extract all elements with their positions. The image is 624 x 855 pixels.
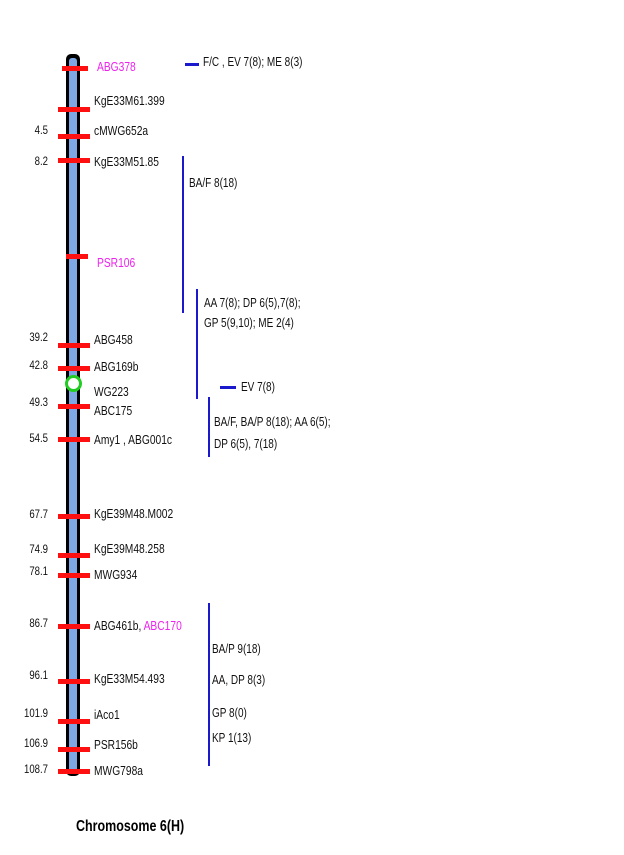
marker-tick — [66, 254, 88, 259]
centromere-marker — [65, 375, 82, 392]
qtl-label: GP 8(0) — [212, 706, 247, 720]
qtl-label: F/C , EV 7(8); ME 8(3) — [203, 55, 303, 69]
marker-label: KgE33M51.85 — [94, 155, 159, 169]
marker-tick — [58, 624, 90, 629]
marker-label: PSR106 — [97, 256, 136, 270]
marker-label: ABC175 — [94, 404, 133, 418]
marker-label: ABG169b — [94, 360, 139, 374]
marker-label: KgE39M48.258 — [94, 542, 165, 556]
position-label: 42.8 — [29, 358, 48, 372]
position-label: 96.1 — [29, 668, 48, 682]
qtl-label: BA/F 8(18) — [189, 176, 238, 190]
qtl-dash — [185, 63, 199, 66]
qtl-label: GP 5(9,10); ME 2(4) — [204, 316, 294, 330]
qtl-label: EV 7(8) — [241, 380, 275, 394]
marker-label: iAco1 — [94, 708, 120, 722]
position-label: 86.7 — [29, 616, 48, 630]
qtl-bar — [208, 397, 210, 457]
marker-label: KgE39M48.M002 — [94, 507, 174, 521]
marker-tick — [58, 404, 90, 409]
marker-tick — [62, 66, 88, 71]
position-label: 4.5 — [34, 123, 48, 137]
qtl-label: DP 6(5), 7(18) — [214, 437, 278, 451]
marker-tick — [58, 514, 90, 519]
qtl-label: AA 7(8); DP 6(5),7(8); — [204, 296, 301, 310]
qtl-bar — [208, 603, 210, 766]
position-label: 8.2 — [34, 154, 48, 168]
marker-tick — [58, 719, 90, 724]
marker-label: ABG458 — [94, 333, 133, 347]
marker-label: WG223 — [94, 385, 129, 399]
qtl-bar — [182, 156, 184, 313]
marker-label: PSR156b — [94, 738, 138, 752]
qtl-dash — [220, 386, 236, 389]
marker-tick — [58, 437, 90, 442]
marker-label: KgE33M61.399 — [94, 94, 165, 108]
marker-label-part: ABG461b, — [94, 619, 142, 633]
position-label: 67.7 — [29, 507, 48, 521]
chromosome-title: Chromosome 6(H) — [76, 818, 185, 835]
marker-tick — [58, 679, 90, 684]
position-label: 39.2 — [29, 330, 48, 344]
marker-label: ABG378 — [97, 60, 136, 74]
position-label: 106.9 — [23, 736, 48, 750]
position-label: 74.9 — [29, 542, 48, 556]
qtl-label: AA, DP 8(3) — [212, 673, 266, 687]
qtl-bar — [196, 289, 198, 399]
position-label: 108.7 — [23, 762, 48, 776]
marker-tick — [58, 747, 90, 752]
marker-label: cMWG652a — [94, 124, 149, 138]
position-label: 54.5 — [29, 431, 48, 445]
marker-label: Amy1 , ABG001c — [94, 433, 173, 447]
qtl-label: BA/F, BA/P 8(18); AA 6(5); — [214, 415, 331, 429]
marker-tick — [58, 573, 90, 578]
chromosome-body — [69, 58, 77, 772]
marker-tick — [58, 343, 90, 348]
marker-label: ABG461b, ABC170 — [94, 619, 182, 633]
qtl-label: KP 1(13) — [212, 731, 252, 745]
marker-label-highlight: ABC170 — [143, 619, 182, 633]
marker-tick — [58, 366, 90, 371]
qtl-label: BA/P 9(18) — [212, 642, 261, 656]
marker-tick — [58, 769, 90, 774]
marker-tick — [58, 553, 90, 558]
marker-label: MWG934 — [94, 568, 138, 582]
marker-tick — [58, 107, 90, 112]
marker-label: KgE33M54.493 — [94, 672, 165, 686]
position-label: 101.9 — [23, 706, 48, 720]
marker-tick — [58, 134, 90, 139]
marker-label: MWG798a — [94, 764, 143, 778]
position-label: 49.3 — [29, 395, 48, 409]
position-label: 78.1 — [29, 564, 48, 578]
marker-tick — [58, 158, 90, 163]
